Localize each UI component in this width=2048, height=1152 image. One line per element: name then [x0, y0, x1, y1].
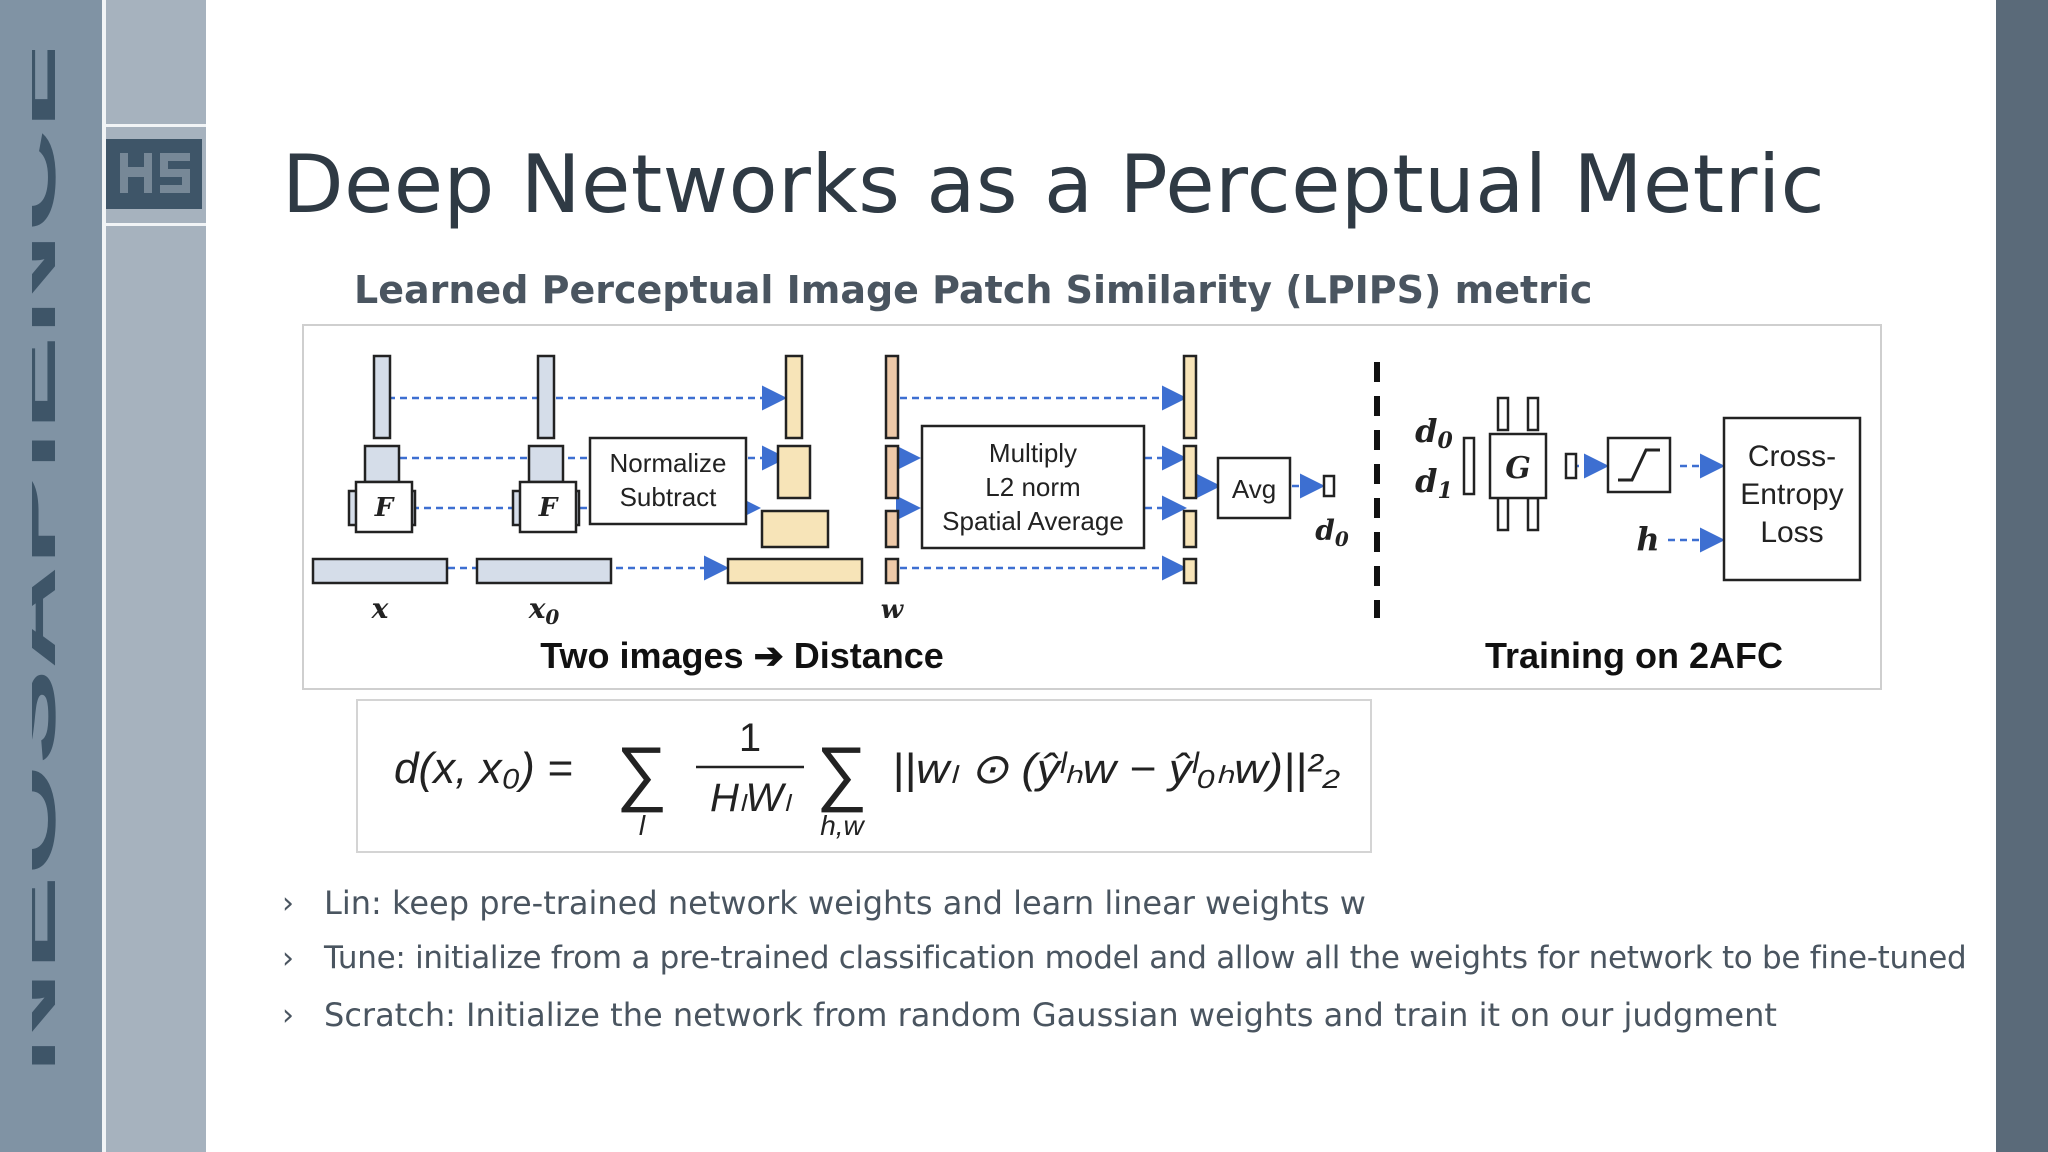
bullet-marker: › — [282, 940, 294, 976]
slide-subtitle: Learned Perceptual Image Patch Similarit… — [354, 268, 1593, 312]
subtract-label: Subtract — [620, 482, 718, 512]
equation-sum-1-index: l — [639, 810, 646, 841]
difference-features — [726, 354, 864, 585]
equation-lhs: d(x, x₀) = — [394, 744, 573, 793]
bullet-scratch: › Scratch: Initialize the network from r… — [282, 996, 1777, 1034]
sidebar-strip — [0, 0, 102, 1152]
bullet-lin: › Lin: keep pre-trained network weights … — [282, 884, 1366, 922]
logo-icon — [106, 139, 202, 209]
multiply-label: Multiply — [989, 438, 1077, 468]
label-d0-in: d0 — [1415, 412, 1453, 454]
encoder-x0 — [475, 354, 613, 585]
brand-name: NEOSAPIENCE — [32, 50, 70, 1074]
right-caption: Training on 2AFC — [1485, 635, 1783, 676]
label-d0: d0 — [1315, 514, 1349, 551]
loss-line-3: Loss — [1760, 516, 1823, 549]
label-d1-in: d1 — [1415, 462, 1453, 504]
bullet-text: Lin: keep pre-trained network weights an… — [324, 884, 1366, 922]
label-h: h — [1636, 520, 1659, 558]
loss-box: Cross- Entropy Loss — [1722, 416, 1862, 582]
bullet-text: Tune: initialize from a pre-trained clas… — [324, 940, 1967, 976]
bullet-text: Scratch: Initialize the network from ran… — [324, 996, 1777, 1034]
spatial-average-label: Spatial Average — [942, 506, 1124, 536]
right-accent-bar — [1996, 0, 2048, 1152]
equation-sum-1: ∑ — [616, 733, 667, 813]
weights-w — [884, 354, 900, 585]
equation-sum-2: ∑ — [816, 733, 867, 813]
l2-norm-label: L2 norm — [985, 472, 1080, 502]
loss-line-1: Cross- — [1748, 440, 1836, 473]
equation-body: ||wₗ ⊙ (ŷˡₕw − ŷˡ₀ₕw)||²₂ — [892, 745, 1340, 793]
lpips-diagram: F x F x0 Normalize Subtract — [302, 324, 1882, 690]
equation-frac-den: HₗWₗ — [710, 776, 792, 820]
lpips-equation: d(x, x₀) = ∑ l 1 HₗWₗ ∑ h,w ||wₗ ⊙ (ŷˡₕw… — [356, 699, 1372, 853]
brand-wordmark: NEOSAPIENCE — [32, 50, 70, 1074]
logo — [106, 124, 206, 226]
sidebar-divider — [102, 0, 106, 1152]
d0-output — [1322, 474, 1336, 498]
equation-frac-num: 1 — [739, 716, 761, 760]
label-f-1: F — [374, 493, 395, 523]
bullet-tune: › Tune: initialize from a pre-trained cl… — [282, 940, 1967, 976]
left-caption: Two images ➔ Distance — [540, 635, 944, 676]
label-f-2: F — [538, 493, 559, 523]
label-w: w — [881, 595, 905, 625]
label-g: G — [1505, 451, 1531, 486]
avg-label: Avg — [1232, 474, 1276, 504]
equation-sum-2-index: h,w — [820, 810, 865, 841]
layer-distances — [1182, 354, 1198, 585]
bullet-marker: › — [282, 885, 294, 921]
multiply-box: Multiply L2 norm Spatial Average — [920, 424, 1146, 550]
label-x0: x0 — [528, 592, 560, 629]
loss-line-2: Entropy — [1740, 478, 1843, 511]
encoder-x — [311, 354, 449, 585]
label-x: x — [371, 592, 389, 625]
bullet-marker: › — [282, 997, 294, 1033]
avg-box: Avg — [1216, 456, 1292, 520]
slide-title: Deep Networks as a Perceptual Metric — [282, 138, 1826, 231]
sigmoid-icon — [1618, 448, 1660, 482]
normalize-subtract-box: Normalize Subtract — [588, 436, 748, 526]
normalize-label: Normalize — [609, 448, 726, 478]
